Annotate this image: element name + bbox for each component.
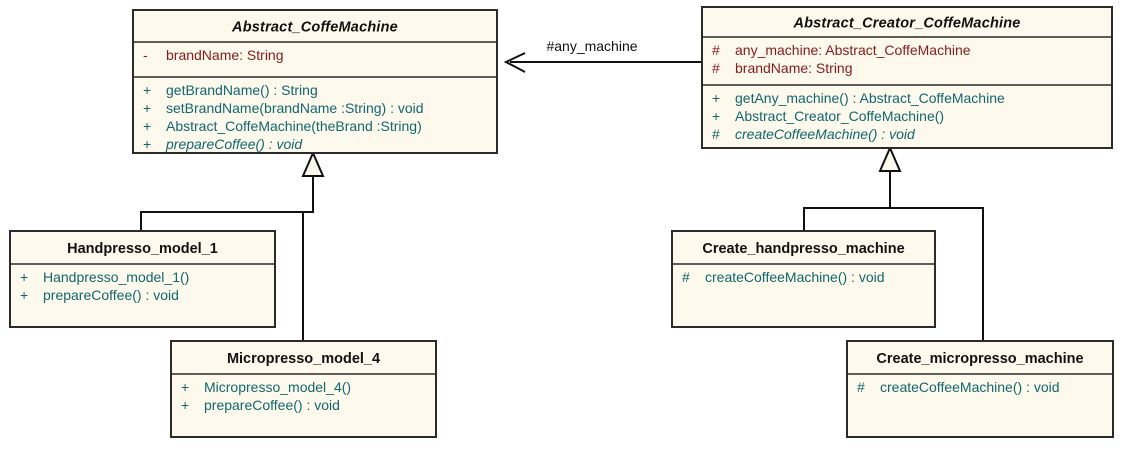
method-visibility-1: + (712, 108, 720, 124)
method-visibility-0: # (857, 379, 865, 395)
method-visibility-2: + (143, 118, 151, 134)
method-visibility-2: # (712, 126, 720, 142)
relation-label-assoc-any-machine: #any_machine (546, 38, 637, 54)
association-open-arrowhead (503, 52, 526, 73)
uml-class-abstract_creator_coffemachine[interactable]: Abstract_Creator_CoffeMachine # any_machin… (701, 6, 1113, 149)
generalization-edge-create-handpresso (803, 171, 891, 231)
uml-class-create_handpresso_machine[interactable]: Create_handpresso_machine # createCoffeeMa… (671, 230, 936, 328)
attribute-0: any_machine: Abstract_CoffeMachine (735, 42, 971, 58)
method-0: Micropresso_model_4() (204, 379, 351, 395)
method-visibility-0: + (143, 82, 151, 98)
method-1: Abstract_Creator_CoffeMachine() (735, 108, 944, 124)
method-visibility-1: + (143, 100, 151, 116)
attribute-1: brandName: String (735, 60, 853, 76)
class-box-rect (671, 230, 936, 328)
method-visibility-1: + (20, 287, 28, 303)
method-visibility-0: # (682, 269, 690, 285)
uml-class-handpresso_model_1[interactable]: Handpresso_model_1 + Handpresso_model_1() +… (9, 230, 276, 328)
class-name: Handpresso_model_1 (67, 241, 218, 257)
class-box-rect (132, 9, 498, 154)
method-2: Abstract_CoffeMachine(theBrand :String) (166, 118, 422, 134)
class-name: Micropresso_model_4 (227, 351, 380, 367)
method-visibility-0: + (181, 379, 189, 395)
method-1: prepareCoffee() : void (43, 287, 179, 303)
method-visibility-1: + (181, 397, 189, 413)
class-box-rect (170, 340, 437, 438)
method-visibility-0: + (20, 269, 28, 285)
relation-association-any-machine (503, 52, 702, 73)
method-0: createCoffeeMachine() : void (705, 269, 885, 285)
generalization-edge-create-micropresso (890, 207, 984, 341)
method-visibility-3: + (143, 136, 151, 152)
class-box-rect (846, 340, 1114, 438)
method-0: Handpresso_model_1() (43, 269, 189, 285)
attribute-visibility-0: # (712, 42, 720, 58)
method-0: getBrandName() : String (166, 82, 318, 98)
method-visibility-0: + (712, 90, 720, 106)
class-name: Abstract_CoffeMachine (231, 20, 398, 36)
edge-labels-layer: #any_machine (546, 38, 637, 54)
class-name: Create_handpresso_machine (702, 241, 904, 257)
generalization-triangle-left (301, 150, 325, 177)
uml-class-micropresso_model_4[interactable]: Micropresso_model_4 + Micropresso_model_4(… (170, 340, 437, 438)
uml-class-create_micropresso_machine[interactable]: Create_micropresso_machine # createCoffeeM… (846, 340, 1114, 438)
generalization-edge-handpresso (140, 176, 314, 231)
uml-class-abstract_coffemachine[interactable]: Abstract_CoffeMachine - brandName: String +… (132, 9, 498, 154)
generalization-triangle-right (878, 145, 902, 172)
method-1: prepareCoffee() : void (204, 397, 340, 413)
attribute-0: brandName: String (166, 47, 284, 63)
relation-generalization-right (803, 145, 984, 341)
method-1: setBrandName(brandName :String) : void (166, 100, 424, 116)
class-box-rect (701, 6, 1113, 149)
class-name: Create_micropresso_machine (876, 351, 1083, 367)
class-box-rect (9, 230, 276, 328)
relation-generalization-left (140, 150, 325, 341)
attribute-visibility-0: - (143, 47, 148, 63)
class-name: Abstract_Creator_CoffeMachine (792, 16, 1020, 32)
method-2: createCoffeeMachine() : void (735, 126, 916, 142)
method-0: getAny_machine() : Abstract_CoffeMachine (735, 90, 1005, 106)
method-0: createCoffeeMachine() : void (880, 379, 1060, 395)
method-3: prepareCoffee() : void (165, 136, 303, 152)
attribute-visibility-1: # (712, 60, 720, 76)
class-boxes-layer: Abstract_CoffeMachine - brandName: String +… (9, 6, 1114, 438)
